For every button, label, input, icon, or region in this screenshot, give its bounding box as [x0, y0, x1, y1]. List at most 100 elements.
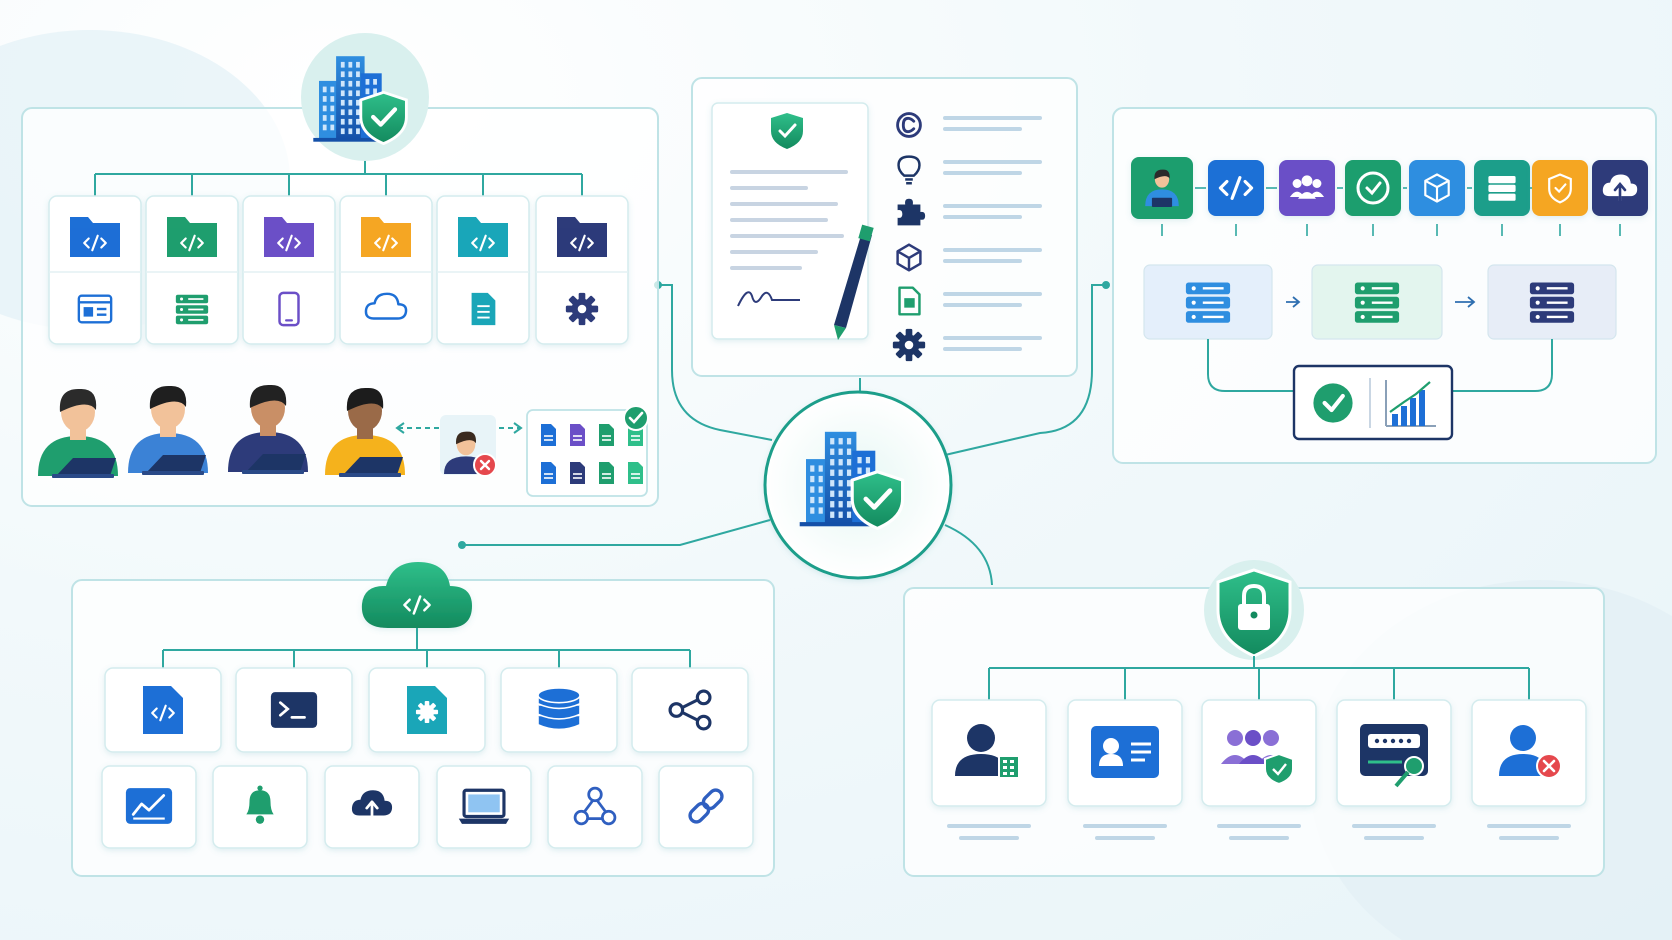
trend [131, 794, 166, 816]
shared-file-icon [599, 462, 614, 484]
check-disc [1313, 383, 1353, 423]
window [373, 88, 377, 95]
window [857, 457, 862, 464]
window [340, 118, 345, 125]
hub-connectors [458, 281, 1110, 586]
central-hub [763, 390, 953, 580]
window [330, 86, 335, 93]
connector-cloud-hub [462, 519, 771, 546]
window [865, 457, 871, 464]
password-key-icon [1360, 724, 1428, 788]
head [1292, 179, 1302, 188]
check-mark [1365, 181, 1382, 196]
server-icon [1354, 282, 1400, 323]
window [846, 490, 852, 497]
access-card [931, 699, 1047, 807]
pipeline-step [1279, 160, 1335, 216]
access-card [1201, 699, 1317, 807]
led [1360, 286, 1365, 291]
lock-shackle [1242, 583, 1266, 604]
window [810, 496, 815, 504]
pen-cap [858, 224, 874, 242]
window [356, 71, 360, 78]
revoked-x [479, 459, 491, 471]
trend-line [1389, 381, 1431, 413]
db-layer [537, 716, 581, 731]
cloud-code-icon [361, 562, 472, 628]
ip-asset-list [892, 112, 1042, 362]
repos-tree-lines [94, 155, 583, 196]
led [1491, 187, 1495, 190]
window [322, 86, 327, 93]
body [1298, 192, 1316, 199]
to-result [1207, 339, 1294, 392]
bell [246, 790, 274, 815]
shared-file-icon [570, 462, 585, 484]
pipeline-step [1532, 160, 1588, 216]
pipeline-steps [1131, 157, 1648, 236]
ground [313, 137, 388, 142]
window [818, 465, 823, 472]
hair [249, 384, 287, 408]
access-card [1471, 699, 1587, 807]
led [1535, 286, 1540, 291]
head [967, 724, 995, 752]
window [830, 501, 835, 508]
shared-file-icon [599, 424, 614, 446]
dot [1390, 738, 1396, 744]
laptop-base [242, 470, 304, 474]
connector-dot [458, 541, 466, 549]
ground [799, 522, 882, 527]
window [846, 501, 852, 508]
node [587, 786, 603, 803]
code-glyph [277, 234, 301, 252]
bell-icon [246, 785, 274, 824]
check-icon [1313, 383, 1353, 423]
body [1239, 755, 1267, 764]
tool-card [631, 667, 749, 753]
shared-file-icon [570, 424, 585, 446]
doc [471, 292, 496, 326]
box-edges [1424, 179, 1450, 202]
code-glyph [277, 234, 301, 252]
window [810, 507, 815, 514]
link-ring [688, 801, 711, 824]
window [356, 128, 360, 135]
window [1003, 772, 1007, 775]
laptop-base [52, 474, 114, 478]
laptop-back [246, 454, 306, 472]
code-glyph [374, 234, 398, 252]
led [1491, 178, 1495, 181]
server-icon [1488, 176, 1516, 201]
window [322, 105, 327, 112]
building-badge [998, 755, 1020, 779]
window [830, 459, 835, 466]
laptop-icon [458, 788, 510, 824]
access-panel [903, 560, 1605, 877]
window [1010, 766, 1014, 769]
pen-body [834, 232, 872, 328]
dot [1398, 738, 1404, 744]
laptop-base [142, 471, 204, 475]
shield [1548, 173, 1572, 204]
network-icon [573, 786, 617, 826]
developer-icon [228, 384, 308, 474]
connector-dot [1102, 281, 1110, 289]
window [1010, 760, 1014, 763]
check-ring [1356, 171, 1390, 205]
window [846, 469, 852, 476]
bar [1410, 398, 1416, 426]
document-icon [471, 292, 496, 326]
puzzle [897, 198, 926, 226]
arrow [365, 800, 379, 823]
window [348, 128, 353, 135]
window [330, 115, 335, 121]
connector-repos-hub [658, 284, 773, 441]
code-glyph [180, 234, 204, 252]
c-letter [901, 116, 916, 134]
db-top [537, 687, 581, 704]
bell-top [257, 785, 263, 791]
shared-file-icon [541, 462, 556, 484]
screen [462, 788, 506, 819]
approved-check [628, 411, 644, 424]
